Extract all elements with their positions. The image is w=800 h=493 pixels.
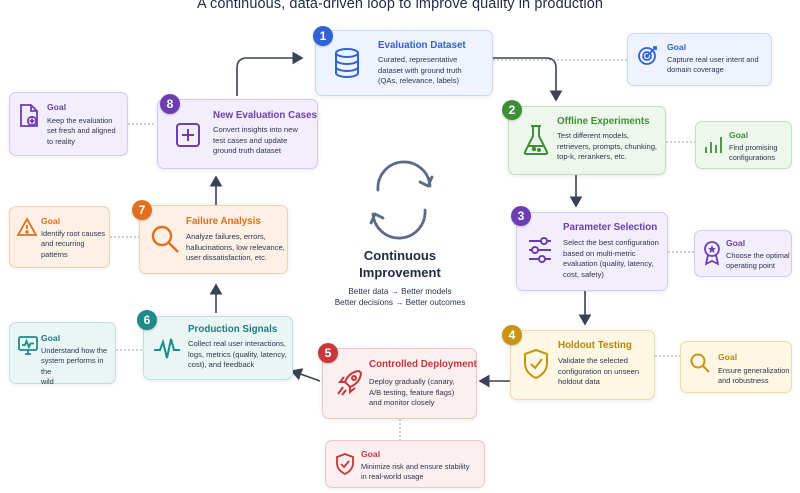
stage-title: Offline Experiments [557,116,650,127]
arrow-1-to-2 [493,57,563,102]
center-title: Continuous Improvement [359,248,441,280]
magnifier-icon [689,352,711,379]
stage-description: Validate the selected configuration on u… [558,356,640,387]
stage-description: Select the best configuration based on m… [563,238,659,279]
monitor-icon [17,334,39,361]
goal-description: Keep the evaluation set fresh and aligne… [47,116,116,146]
file-plus-icon [18,103,40,134]
stage-controlled-deployment: Controlled Deployment Deploy gradually (… [322,348,477,419]
stage-title: Evaluation Dataset [378,40,466,51]
goal-card-1: Goal Capture real user intent and domain… [627,33,772,86]
step-badge-5: 5 [318,343,338,363]
goal-card-3: Goal Choose the optimal operating point [694,230,792,277]
step-badge-6: 6 [137,310,157,330]
goal-label: Goal [41,333,61,343]
pulse-icon [152,334,182,369]
stage-new-evaluation-cases: New Evaluation Cases Convert insights in… [157,99,318,169]
step-badge-1: 1 [313,26,333,46]
plus-square-icon [174,121,202,154]
goal-label: Goal [667,42,687,52]
stage-parameter-selection: Parameter Selection Select the best conf… [516,212,668,291]
step-badge-3: 3 [511,206,531,226]
goal-description: Choose the optimal operating point [726,251,790,271]
stage-holdout-testing: Holdout Testing Validate the selected co… [510,330,655,400]
goal-label: Goal [718,352,738,362]
goal-label: Goal [729,130,749,140]
goal-description: Identify root causes and recurring patte… [41,229,106,259]
magnifier-icon [149,223,181,260]
stage-title: Production Signals [188,324,278,335]
shield-check-icon [335,452,355,481]
award-icon [702,240,722,271]
goal-card-4: Goal Ensure generalization and robustnes… [680,341,792,393]
goal-card-7: Goal Identify root causes and recurring … [9,206,110,268]
stage-offline-experiments: Offline Experiments Test different model… [508,106,666,175]
stage-title: Controlled Deployment [369,359,477,370]
diagram-title: A continuous, data-driven loop to improv… [196,0,604,12]
step-badge-4: 4 [502,325,522,345]
stage-description: Test different models, retrievers, promp… [557,131,658,162]
stage-description: Curated, representative dataset with gro… [378,55,462,86]
stage-title: Holdout Testing [558,340,632,351]
center-tagline-2: Better decisions → Better outcomes [334,298,466,307]
stage-failure-analysis: Failure Analysis Analyze failures, error… [139,205,288,274]
stage-description: Deploy gradually (canary, A/B testing, f… [369,377,455,408]
goal-label: Goal [41,216,61,226]
sliders-icon [526,235,554,270]
stage-production-signals: Production Signals Collect real user int… [143,316,293,380]
warning-icon [16,217,38,242]
arrow-5-to-6 [290,368,321,382]
goal-description: Minimize risk and ensure stability in re… [361,462,470,482]
step-badge-8: 8 [160,94,180,114]
goal-label: Goal [726,238,746,248]
stage-description: Collect real user interactions, logs, me… [188,339,287,370]
target-icon [637,44,659,71]
flask-icon [521,123,551,162]
goal-card-8: Goal Keep the evaluation set fresh and a… [9,92,128,156]
shield-check-icon [521,347,551,386]
stage-title: Parameter Selection [563,222,658,233]
rocket-icon [335,367,365,404]
step-badge-7: 7 [132,200,152,220]
goal-description: Ensure generalization and robustness [718,366,790,386]
goal-label: Goal [47,102,67,112]
stage-description: Analyze failures, errors, hallucinations… [186,232,285,263]
goal-description: Understand how the system performs in th… [41,346,108,387]
goal-card-2: Goal Find promising configurations [695,121,792,169]
goal-label: Goal [361,449,381,459]
center-tagline-1: Better data → Better models [348,287,452,296]
stage-title: New Evaluation Cases [213,110,317,121]
database-icon [332,47,362,84]
goal-card-6: Goal Understand how the system performs … [9,322,116,386]
stage-description: Convert insights into new test cases and… [213,125,298,156]
step-badge-2: 2 [502,100,522,120]
arrow-8-to-1 [236,51,304,96]
stage-evaluation-dataset: Evaluation Dataset Curated, representati… [315,30,493,96]
goal-description: Capture real user intent and domain cove… [667,55,759,75]
stage-title: Failure Analysis [186,216,261,227]
cycle-icon [369,160,434,240]
bar-chart-icon [703,133,723,160]
goal-description: Find promising configurations [729,143,778,163]
goal-card-5: Goal Minimize risk and ensure stability … [325,440,485,488]
